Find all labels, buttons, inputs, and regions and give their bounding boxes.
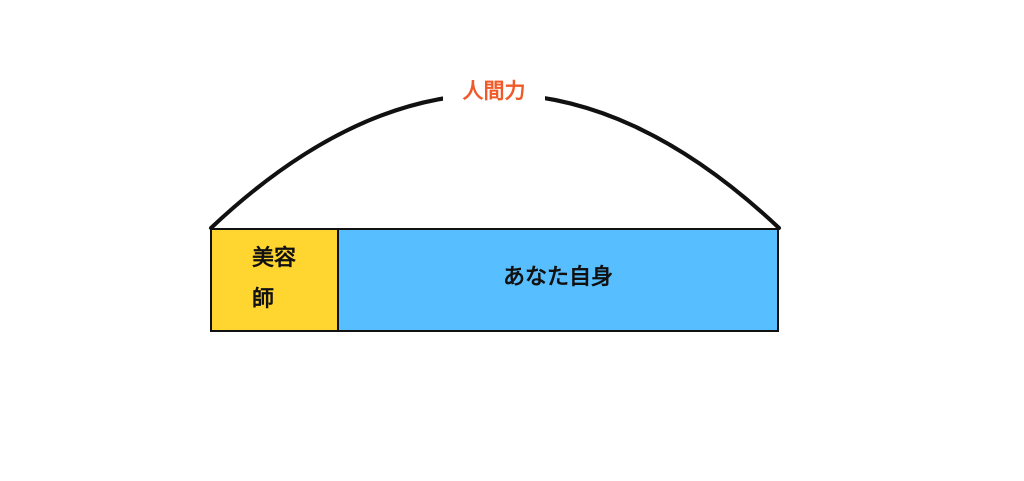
beautician-box (210, 228, 339, 332)
beautician-label-line1: 美容 (252, 245, 296, 271)
yourself-label: あなた自身 (503, 264, 613, 290)
arc-label: 人間力 (463, 79, 526, 103)
arc-label-background (443, 76, 545, 106)
beautician-label-line2: 師 (252, 286, 274, 312)
yourself-box (337, 228, 779, 332)
arc-curve (209, 92, 781, 230)
